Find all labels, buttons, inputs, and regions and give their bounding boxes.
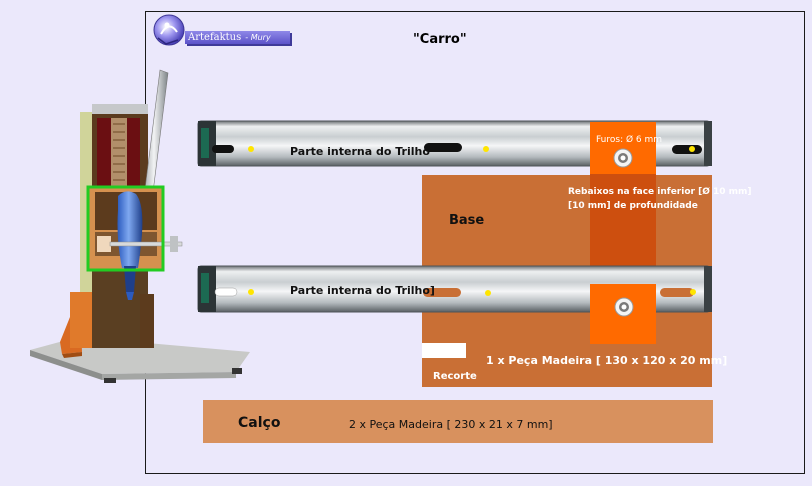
shim-label: Calço bbox=[238, 415, 281, 431]
logo-text: Artefaktus bbox=[188, 32, 242, 43]
base-label: Base bbox=[449, 213, 485, 228]
logo-banner: Artefaktus- Mury bbox=[185, 31, 290, 44]
logo-icon bbox=[153, 14, 185, 46]
recess-label-line1: Rebaixos na face inferior [Ø 10 mm] bbox=[568, 187, 752, 197]
rail-top-label: Parte interna do Trilho bbox=[290, 145, 430, 158]
shim-piece-label: 2 x Peça Madeira [ 230 x 21 x 7 mm] bbox=[349, 418, 553, 431]
logo-subtext: - Mury bbox=[245, 33, 271, 42]
mounting-hole-top-icon bbox=[613, 148, 633, 168]
shim-board bbox=[203, 400, 713, 443]
recess-label-line2: [10 mm] de profundidade bbox=[568, 201, 698, 211]
diagram-title: "Carro" bbox=[413, 32, 467, 47]
cutout-notch bbox=[422, 343, 466, 358]
holes-label: Furos: Ø 6 mm bbox=[596, 135, 663, 145]
rail-bottom bbox=[197, 265, 712, 313]
mounting-hole-bottom-icon bbox=[614, 297, 634, 317]
carriage-highlight-box bbox=[86, 185, 165, 272]
base-piece-label: 1 x Peça Madeira [ 130 x 120 x 20 mm] bbox=[486, 354, 728, 367]
rail-bottom-label: Parte interna do Trilho] bbox=[290, 284, 435, 297]
drill-press-illustration bbox=[30, 69, 250, 383]
rail-top bbox=[197, 120, 712, 167]
cutout-label: Recorte bbox=[433, 371, 477, 382]
